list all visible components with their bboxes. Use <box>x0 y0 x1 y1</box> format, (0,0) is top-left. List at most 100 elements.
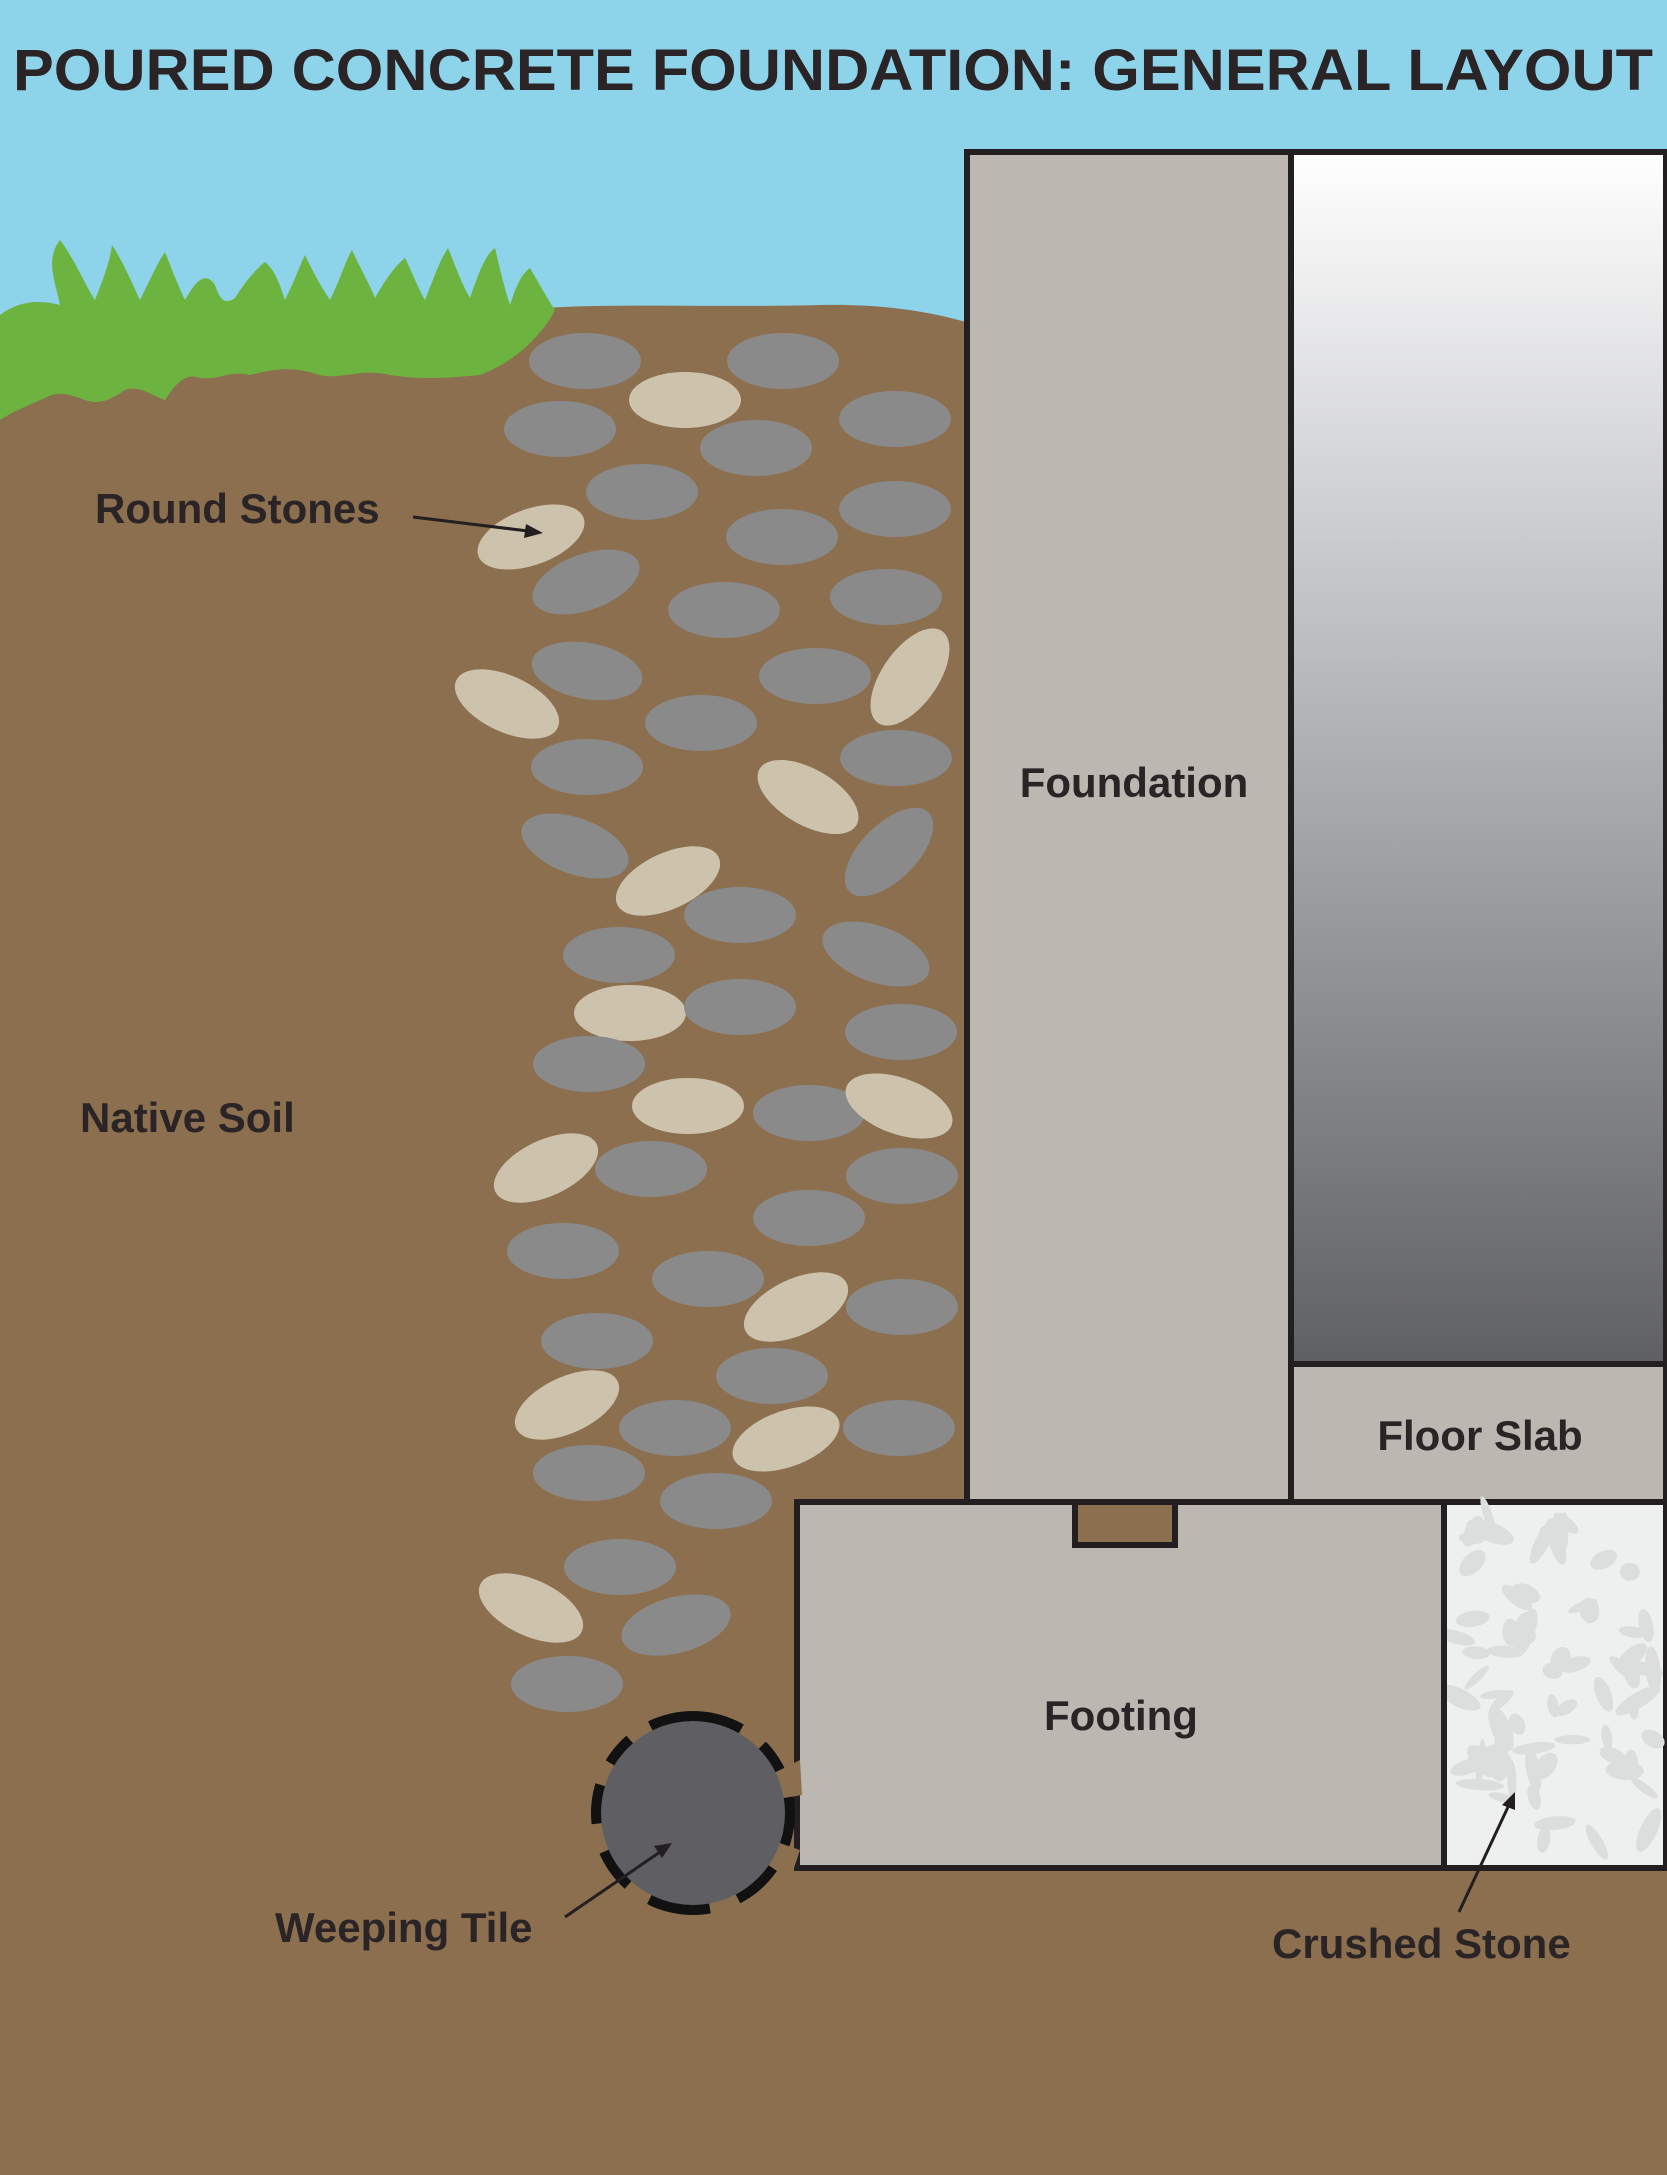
grass <box>0 240 555 420</box>
round-stone-gray <box>652 1251 764 1307</box>
crushed-stone-chip <box>1601 1724 1613 1750</box>
round-stone-gray <box>668 582 780 638</box>
round-stone-gray <box>830 569 942 625</box>
native-soil-area <box>0 304 966 2175</box>
crushed-stone-chip <box>1459 1549 1486 1577</box>
crushed-stone-chip <box>1491 1752 1512 1782</box>
round-stone-light <box>478 1573 584 1643</box>
round-stone-gray <box>660 1473 772 1529</box>
crushed-stone-chip <box>1458 1532 1485 1545</box>
round-stone-light <box>514 1370 620 1440</box>
round-stone-light <box>757 759 859 835</box>
round-stone-gray <box>529 333 641 389</box>
crushed-stone-chip <box>1619 1562 1640 1581</box>
round-stones-label: Round Stones <box>95 485 380 532</box>
round-stone-gray <box>533 1036 645 1092</box>
basement-interior <box>1288 149 1667 1367</box>
footing <box>794 1499 1447 1871</box>
round-stone-light <box>574 985 686 1041</box>
round-stone-light <box>477 504 585 570</box>
crushed-stone-chip <box>1437 1684 1481 1711</box>
round-stone-light <box>454 669 560 739</box>
round-stone-gray <box>532 549 640 615</box>
round-stone-gray <box>727 333 839 389</box>
round-stone-gray <box>645 695 757 751</box>
weeping-tile-arrow <box>564 1850 661 1919</box>
round-stone-gray <box>504 401 616 457</box>
round-stone-light <box>493 1133 599 1203</box>
crushed-stone-chip <box>1616 1659 1663 1677</box>
round-stone-gray <box>564 1539 676 1595</box>
crushed-stone-chip <box>1537 1827 1551 1853</box>
floor-slab-label: Floor Slab <box>1377 1412 1582 1459</box>
round-stone-gray <box>531 641 643 701</box>
crushed-stone-chip <box>1464 1665 1490 1690</box>
round-stone-gray <box>839 391 951 447</box>
crushed-stone-chip <box>1513 1608 1538 1658</box>
crushed-stone-chip <box>1636 1808 1662 1852</box>
crushed-stone-chip <box>1467 1745 1497 1778</box>
weeping-tile-arrowhead <box>654 1843 672 1858</box>
crushed-stone-chip <box>1512 1741 1556 1755</box>
round-stone-gray <box>521 813 629 879</box>
crushed-stone-chip <box>1628 1696 1639 1720</box>
crushed-stone-chip <box>1585 1824 1608 1860</box>
foundation-wall <box>964 149 1294 1505</box>
round-stone-gray <box>586 464 698 520</box>
round-stone-gray <box>541 1313 653 1369</box>
round-stone-gray <box>531 739 643 795</box>
round-stones-arrow <box>412 515 529 533</box>
crushed-stone-chip <box>1590 1549 1617 1570</box>
round-stone-gray <box>844 807 934 897</box>
crushed-stone-chip <box>1534 1816 1576 1831</box>
round-stone-gray <box>846 1148 958 1204</box>
weeping-tile-label: Weeping Tile <box>275 1904 533 1951</box>
crushed-stone-chip <box>1555 1699 1578 1717</box>
round-stone-gray <box>839 481 951 537</box>
round-stone-light <box>632 1078 744 1134</box>
crushed-stone-chip <box>1480 1496 1496 1535</box>
crushed-stone-chip <box>1615 1685 1661 1716</box>
crushed-stone-label: Crushed Stone <box>1272 1920 1571 1967</box>
round-stone-light <box>615 846 721 916</box>
round-stone-gray <box>563 927 675 983</box>
crushed-stone-chip <box>1630 1777 1658 1799</box>
crushed-stone-chip <box>1641 1729 1665 1749</box>
crushed-stone-chip <box>1525 1748 1542 1793</box>
crushed-stone-chip <box>1527 1784 1541 1810</box>
round-stone-gray <box>759 648 871 704</box>
round-stone-gray <box>753 1190 865 1246</box>
label-arrows <box>412 515 1515 1919</box>
native-soil-label: Native Soil <box>80 1094 295 1141</box>
crushed-stone-chip <box>1501 1584 1532 1611</box>
round-stone-light <box>629 372 741 428</box>
crushed-stone-chip <box>1455 1778 1505 1791</box>
crushed-stone-chip <box>1437 1629 1476 1646</box>
crushed-stone-chip <box>1542 1662 1563 1679</box>
round-stone-gray <box>840 730 952 786</box>
crushed-stone-arrow <box>1457 1806 1510 1913</box>
crushed-stone-chip <box>1529 1517 1557 1564</box>
round-stone-gray <box>753 1085 865 1141</box>
crushed-stone-chip <box>1508 1713 1526 1735</box>
round-stone-gray <box>511 1656 623 1712</box>
round-stone-gray <box>700 420 812 476</box>
round-stone-gray <box>822 921 930 987</box>
round-stone-light <box>845 1073 953 1139</box>
foundation-label: Foundation <box>1020 759 1249 806</box>
round-stone-gray <box>621 1594 731 1656</box>
round-stone-gray <box>533 1445 645 1501</box>
crushed-stone-chip <box>1558 1515 1569 1551</box>
crushed-stone-chips <box>1437 1496 1665 1860</box>
crushed-stone-chip <box>1480 1689 1510 1699</box>
crushed-stone-chip <box>1599 1746 1627 1765</box>
diagram-title: POURED CONCRETE FOUNDATION: GENERAL LAYO… <box>13 38 1653 103</box>
round-stone-light <box>743 1272 849 1342</box>
round-stone-light <box>870 628 950 726</box>
crushed-stone-chip <box>1593 1676 1614 1712</box>
round-stone-gray <box>716 1348 828 1404</box>
crushed-stone-arrowhead <box>1502 1792 1515 1810</box>
round-stone-light <box>732 1406 840 1472</box>
